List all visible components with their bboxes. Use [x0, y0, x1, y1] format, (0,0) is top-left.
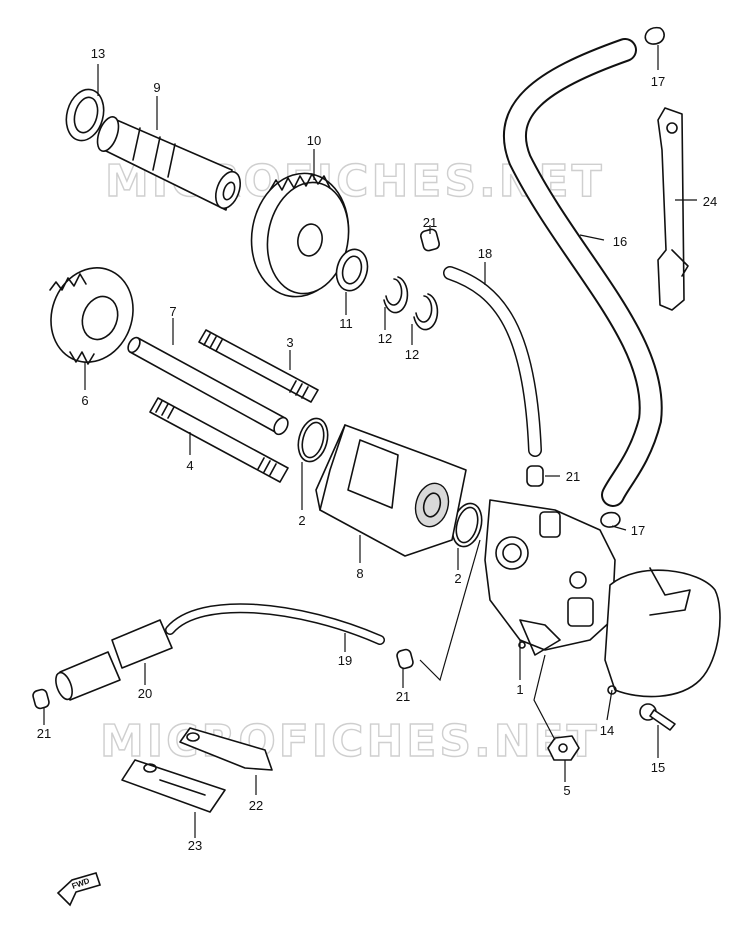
callout-2-b[interactable]: 2	[454, 571, 461, 586]
callout-24[interactable]: 24	[703, 194, 717, 209]
callout-21-mid[interactable]: 21	[566, 469, 580, 484]
leader-lines	[43, 45, 697, 838]
callout-10[interactable]: 10	[307, 133, 321, 148]
callout-19[interactable]: 19	[338, 653, 352, 668]
part-13-washer[interactable]	[61, 85, 109, 145]
part-23-plate[interactable]	[121, 759, 226, 813]
callout-18[interactable]: 18	[478, 246, 492, 261]
part-2-oring-a[interactable]	[294, 415, 332, 465]
part-19-hose[interactable]	[165, 603, 385, 645]
callout-4[interactable]: 4	[186, 458, 193, 473]
part-5-nut[interactable]	[547, 735, 580, 761]
part-3-rod[interactable]	[198, 329, 319, 403]
part-18-hose[interactable]	[443, 266, 542, 457]
callout-9[interactable]: 9	[153, 80, 160, 95]
callout-labels: 13 9 10 17 24 16 21 18 11 12 12 7 3 6 4 …	[37, 46, 717, 853]
callout-17-top[interactable]: 17	[651, 74, 665, 89]
callout-7[interactable]: 7	[169, 304, 176, 319]
callout-14[interactable]: 14	[600, 723, 614, 738]
callout-15[interactable]: 15	[651, 760, 665, 775]
part-10-gear[interactable]	[242, 166, 358, 305]
part-21-bushing-mid[interactable]	[526, 465, 544, 487]
callout-21-left[interactable]: 21	[37, 726, 51, 741]
watermark-bottom: MICROFICHES.NET	[100, 716, 600, 767]
callout-12-b[interactable]: 12	[405, 347, 419, 362]
callout-2-a[interactable]: 2	[298, 513, 305, 528]
callout-22[interactable]: 22	[249, 798, 263, 813]
callout-17-bottom[interactable]: 17	[631, 523, 645, 538]
part-11-ring[interactable]	[332, 246, 372, 294]
callout-6[interactable]: 6	[81, 393, 88, 408]
callout-21-top[interactable]: 21	[423, 215, 437, 230]
part-12-circlip-b[interactable]	[413, 293, 439, 331]
part-7-pin[interactable]	[126, 336, 291, 437]
part-20-sleeve[interactable]	[53, 619, 173, 702]
fwd-arrow-badge: FWD	[56, 872, 102, 907]
callout-21-lower[interactable]: 21	[396, 689, 410, 704]
callout-16[interactable]: 16	[613, 234, 627, 249]
callout-20[interactable]: 20	[138, 686, 152, 701]
part-14-cover[interactable]	[604, 567, 721, 698]
part-8-pump-body[interactable]	[315, 424, 467, 557]
part-15-bolt[interactable]	[639, 703, 676, 731]
part-16-hose[interactable]	[503, 38, 663, 507]
part-4-rod[interactable]	[149, 397, 289, 483]
part-17-clip-bottom[interactable]	[600, 511, 621, 528]
callout-23[interactable]: 23	[188, 838, 202, 853]
part-9-shaft[interactable]	[93, 114, 244, 212]
part-22-bracket[interactable]	[179, 727, 273, 771]
callout-5[interactable]: 5	[563, 783, 570, 798]
part-24-bracket[interactable]	[657, 107, 689, 311]
callout-13[interactable]: 13	[91, 46, 105, 61]
callout-8[interactable]: 8	[356, 566, 363, 581]
part-21-bushing-lower[interactable]	[396, 648, 414, 670]
part-6-gear[interactable]	[38, 256, 146, 374]
part-21-bushing-left[interactable]	[32, 688, 50, 710]
part-21-bushing-top[interactable]	[420, 228, 441, 252]
part-1-pump-assembly[interactable]	[484, 499, 616, 656]
callout-12-a[interactable]: 12	[378, 331, 392, 346]
part-12-circlip-a[interactable]	[383, 276, 409, 314]
callout-1[interactable]: 1	[516, 682, 523, 697]
part-17-clip-top[interactable]	[644, 26, 665, 45]
callout-3[interactable]: 3	[286, 335, 293, 350]
callout-11[interactable]: 11	[339, 316, 353, 331]
